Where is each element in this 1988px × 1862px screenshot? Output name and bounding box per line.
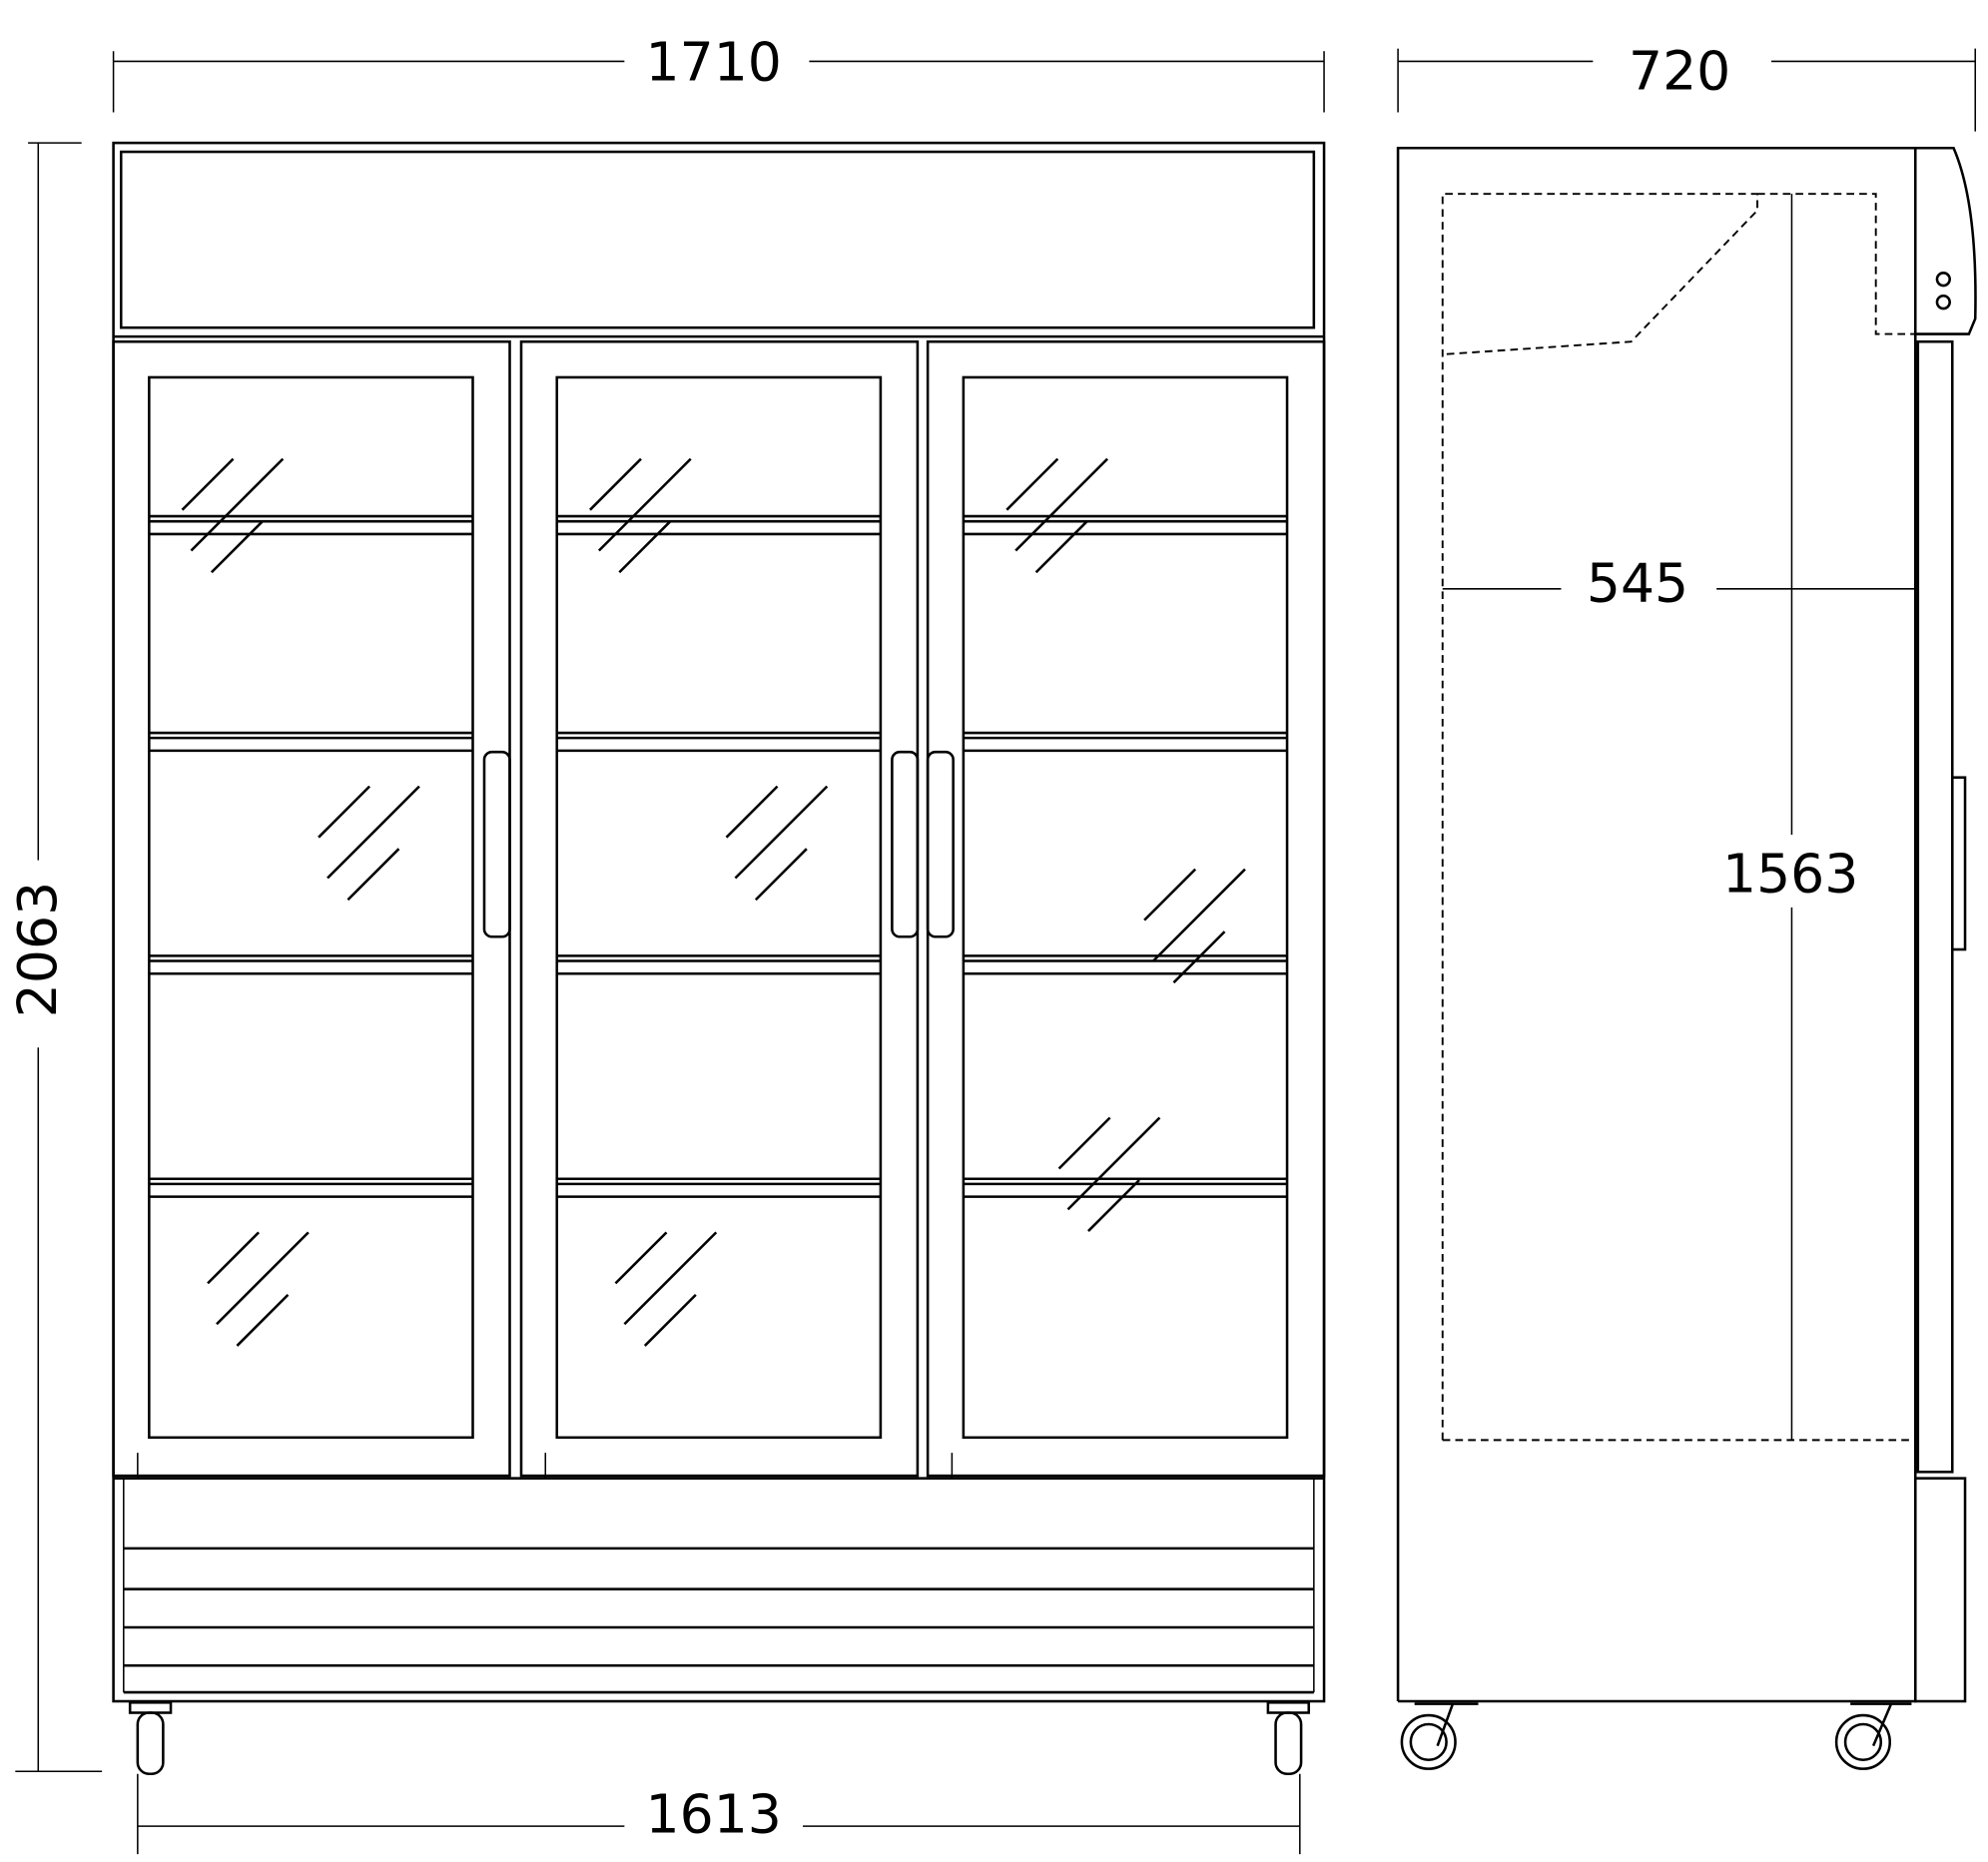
dimension-wheelbase: 1613	[137, 1773, 1301, 1855]
glass-reflection	[207, 1231, 310, 1347]
interior-depth-label: 545	[1587, 552, 1688, 615]
door-handle[interactable]	[482, 750, 511, 938]
front-wheel-left	[128, 1701, 173, 1776]
side-cabinet-outline	[1396, 146, 1917, 1703]
side-view	[1396, 146, 1977, 1770]
glass-reflection	[1005, 457, 1108, 574]
glass-reflection	[1143, 868, 1246, 984]
base-grille	[113, 1477, 1325, 1694]
side-base	[1913, 1477, 1967, 1703]
door-handle[interactable]	[926, 750, 955, 938]
depth-label: 720	[1629, 40, 1730, 103]
shelf	[963, 514, 1288, 536]
dimension-depth: 720	[1397, 40, 1977, 132]
glass-door	[519, 339, 920, 1479]
side-wheel-right	[1834, 1702, 1912, 1770]
side-handle	[1950, 776, 1967, 951]
shelf	[149, 514, 473, 536]
front-view	[112, 141, 1326, 1776]
shelf	[963, 731, 1288, 753]
glass-door	[112, 339, 511, 1479]
wheelbase-label: 1613	[646, 1782, 782, 1845]
shelf	[963, 954, 1288, 975]
glass-reflection	[181, 457, 285, 574]
dimension-width: 1710	[112, 31, 1325, 113]
shelf	[556, 731, 881, 753]
shelf	[963, 1177, 1288, 1198]
side-top-head	[1915, 146, 1977, 335]
shelf	[149, 1177, 473, 1198]
shelf	[556, 514, 881, 536]
glass-reflection	[614, 1231, 718, 1347]
dimension-height: 2063	[6, 142, 103, 1772]
glass-reflection	[1057, 1116, 1161, 1232]
side-door-profile	[1916, 339, 1954, 1474]
top-sign-panel	[119, 150, 1316, 329]
width-label: 1710	[646, 31, 782, 94]
front-wheel-right	[1266, 1701, 1311, 1776]
dimension-interior-height: 1563	[1722, 194, 1858, 1441]
interior-height-label: 1563	[1722, 843, 1858, 906]
shelf	[556, 954, 881, 975]
door-handle[interactable]	[891, 750, 920, 938]
glass-reflection	[318, 785, 420, 902]
dimension-interior-depth: 545	[1442, 552, 1916, 615]
side-wheel-left	[1400, 1702, 1479, 1770]
glass-door	[926, 339, 1326, 1479]
shelf	[149, 954, 473, 975]
glass-reflection	[589, 457, 692, 574]
glass-reflection	[725, 785, 829, 902]
control-knob-icon	[1935, 272, 1951, 288]
interior-outline	[1441, 193, 1916, 1442]
shelf	[556, 1177, 881, 1198]
height-label: 2063	[6, 882, 69, 1017]
shelf	[149, 731, 473, 753]
control-knob-icon	[1935, 294, 1951, 310]
